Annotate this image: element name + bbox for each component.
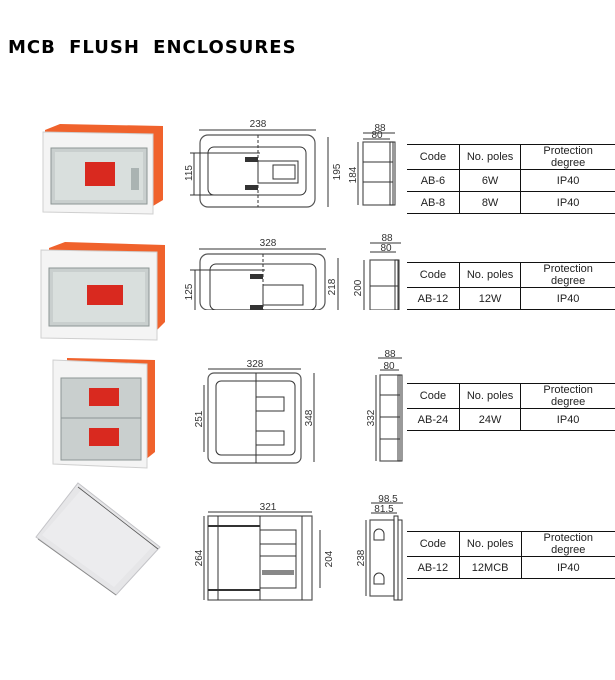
- header-poles: No. poles: [458, 144, 521, 170]
- header-code: Code: [419, 390, 447, 402]
- spec-table: Code No. poles Protection degree AB-6 6W…: [407, 144, 615, 214]
- spec-table: Code No. poles Protection degree AB-24 2…: [407, 383, 615, 431]
- table-row: AB-6 6W IP40: [407, 169, 615, 192]
- dim-side-height: 332: [366, 409, 377, 426]
- cell-poles: 8W: [458, 191, 521, 214]
- mcb-enclosure-photo: [52, 358, 155, 469]
- dim-side-height: 200: [353, 279, 364, 296]
- table-header-row: Code No. poles Protection degree: [407, 531, 615, 557]
- dim-inner-height: 115: [184, 165, 195, 181]
- dim-depth-outer: 88: [381, 233, 393, 244]
- dim-inner-height: 125: [184, 283, 195, 300]
- dim-width: 328: [247, 359, 264, 370]
- cell-protection: IP40: [520, 556, 615, 579]
- header-poles: No. poles: [458, 531, 522, 557]
- dim-side-height: 238: [356, 549, 367, 566]
- dim-width: 321: [260, 502, 277, 513]
- page-title: MCB FLUSH ENCLOSURES: [8, 37, 297, 58]
- table-row: AB-24 24W IP40: [407, 408, 615, 431]
- header-protection: Protection degree: [520, 531, 615, 557]
- cell-code: AB-12: [417, 292, 449, 305]
- mcb-enclosure-photo: [35, 482, 161, 596]
- table-row: AB-8 8W IP40: [407, 191, 615, 214]
- mcb-enclosure-photo: [42, 124, 163, 215]
- dim-depth-outer: 88: [384, 349, 396, 360]
- header-protection: Protection degree: [520, 383, 615, 409]
- dim-height: 348: [304, 409, 315, 426]
- cell-poles: 12MCB: [458, 556, 522, 579]
- cell-code: AB-6: [420, 174, 446, 187]
- table-row: AB-12 12W IP40: [407, 287, 615, 310]
- header-code: Code: [419, 269, 447, 281]
- cell-code: AB-12: [417, 561, 449, 574]
- dim-depth-inner: 80: [380, 243, 392, 254]
- header-code: Code: [419, 538, 447, 550]
- cell-protection: IP40: [520, 191, 615, 214]
- spec-table: Code No. poles Protection degree AB-12 1…: [407, 531, 615, 579]
- dim-depth-inner: 81.5: [374, 504, 394, 515]
- dim-height: 204: [324, 550, 335, 567]
- dim-depth-inner: 80: [383, 361, 395, 372]
- cell-protection: IP40: [520, 169, 615, 192]
- table-header-row: Code No. poles Protection degree: [407, 262, 615, 288]
- dim-inner-height: 251: [194, 410, 205, 427]
- cell-poles: 12W: [458, 287, 521, 310]
- header-protection: Protection degree: [520, 262, 615, 288]
- dim-inner-height: 264: [194, 549, 205, 566]
- cell-code: AB-24: [417, 413, 449, 426]
- dim-width: 238: [250, 119, 267, 130]
- header-protection: Protection degree: [520, 144, 615, 170]
- cell-poles: 6W: [458, 169, 521, 192]
- cell-protection: IP40: [520, 287, 615, 310]
- cell-protection: IP40: [520, 408, 615, 431]
- dim-height: 218: [327, 278, 338, 295]
- dim-side-height: 184: [348, 166, 359, 183]
- table-header-row: Code No. poles Protection degree: [407, 383, 615, 409]
- header-poles: No. poles: [458, 262, 521, 288]
- spec-table: Code No. poles Protection degree AB-12 1…: [407, 262, 615, 310]
- dim-depth-outer: 88: [374, 123, 386, 134]
- dim-depth-inner: 80: [371, 130, 383, 141]
- cell-poles: 24W: [458, 408, 521, 431]
- front-and-side-drawing: 238 115 195 88 80 184: [184, 119, 396, 208]
- mcb-enclosure-photo: [40, 242, 165, 341]
- dim-height: 195: [332, 163, 343, 180]
- front-and-side-drawing: 328 251 348 88 80 332: [194, 349, 403, 464]
- table-header-row: Code No. poles Protection degree: [407, 144, 615, 170]
- table-row: AB-12 12MCB IP40: [407, 556, 615, 579]
- front-and-side-drawing: 321 264 204 98.5 81.5 238: [194, 494, 403, 601]
- cell-code: AB-8: [420, 196, 446, 209]
- front-and-side-drawing: 328 125 218 88 80 200: [184, 233, 401, 310]
- dim-width: 328: [260, 238, 277, 249]
- header-poles: No. poles: [458, 383, 521, 409]
- dim-depth-outer: 98.5: [378, 494, 398, 505]
- header-code: Code: [419, 151, 447, 163]
